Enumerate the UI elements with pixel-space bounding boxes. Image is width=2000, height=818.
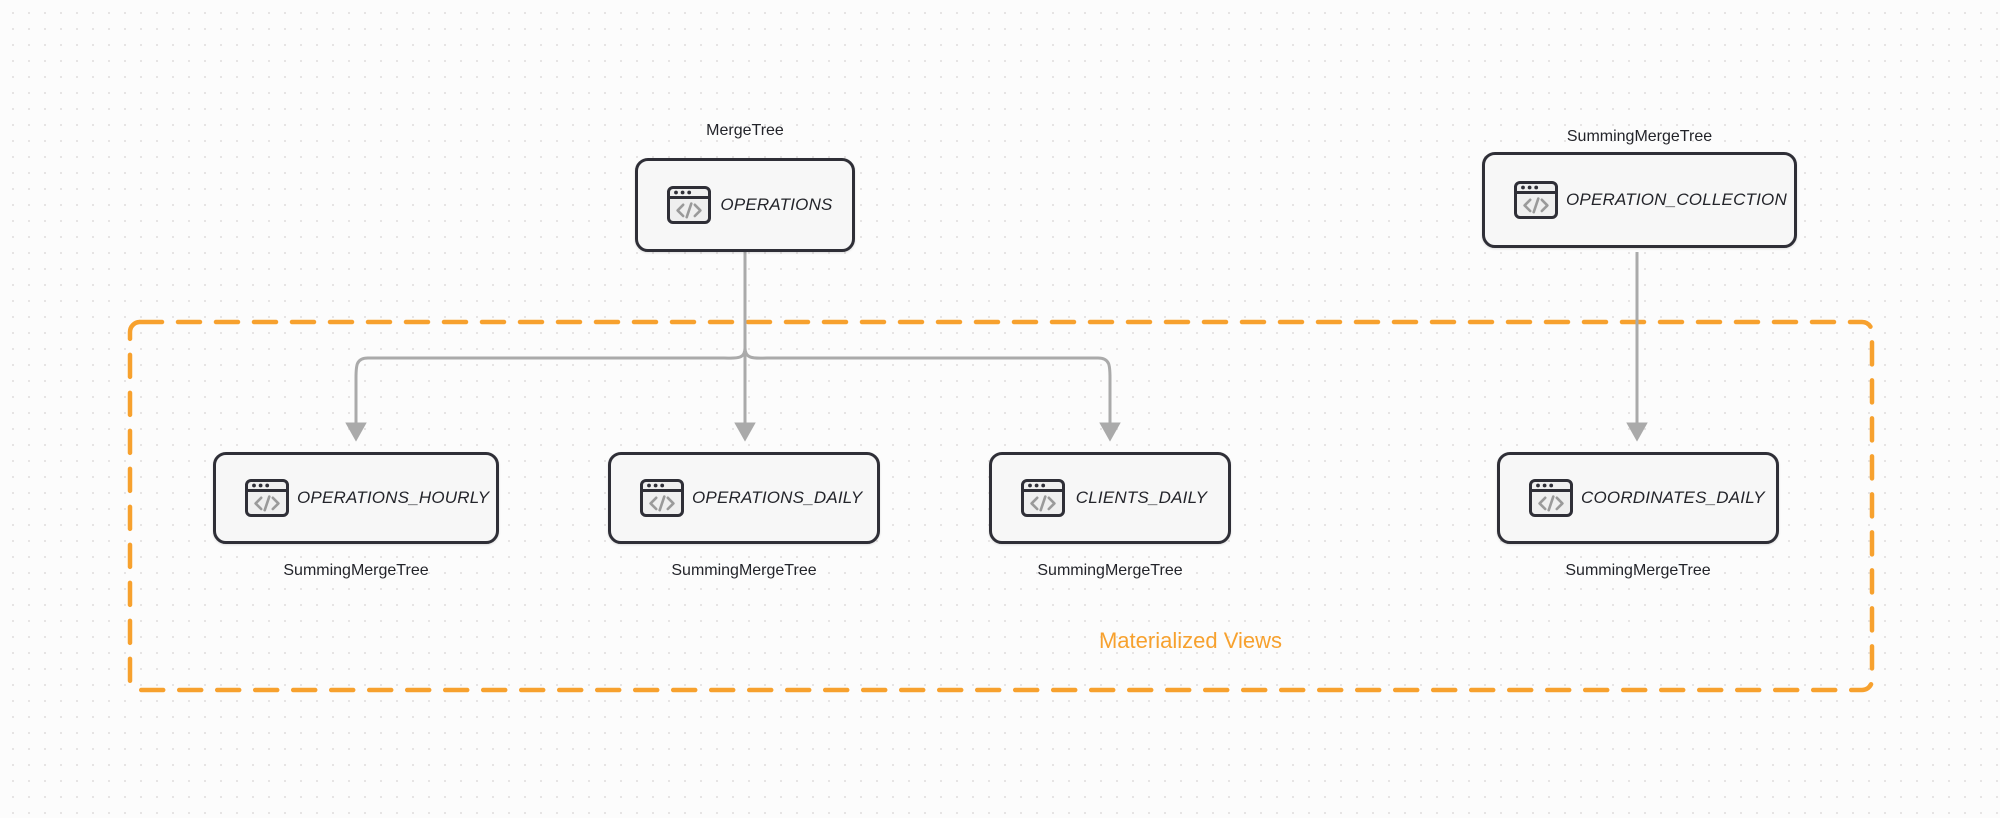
edge-operations-to-operations-hourly: [345, 347, 747, 442]
node-title-operations-daily: OPERATIONS_DAILY: [692, 488, 863, 507]
node-coordinates-daily[interactable]: COORDINATES_DAILY: [1497, 452, 1779, 544]
node-operation-collection[interactable]: OPERATION_COLLECTION: [1482, 152, 1797, 248]
engine-label-operation-collection: SummingMergeTree: [1566, 128, 1713, 145]
node-clients-daily[interactable]: CLIENTS_DAILY: [989, 452, 1231, 544]
node-title-operation-collection: OPERATION_COLLECTION: [1566, 190, 1787, 209]
code-window-icon: [638, 474, 686, 522]
code-window-icon: [1512, 176, 1560, 224]
node-title-operations-hourly: OPERATIONS_HOURLY: [297, 488, 490, 507]
node-operations-hourly[interactable]: OPERATIONS_HOURLY: [213, 452, 499, 544]
engine-label-coordinates-daily: SummingMergeTree: [1565, 562, 1711, 579]
engine-label-operations-daily: SummingMergeTree: [671, 562, 817, 579]
code-window-icon: [665, 181, 713, 229]
node-operations[interactable]: OPERATIONS: [635, 158, 855, 252]
engine-label-operations-hourly: SummingMergeTree: [283, 562, 429, 579]
edge-operations-to-clients-daily: [743, 347, 1121, 442]
engine-label-clients-daily: SummingMergeTree: [1037, 562, 1183, 579]
node-title-coordinates-daily: COORDINATES_DAILY: [1581, 488, 1765, 507]
code-window-icon: [1019, 474, 1067, 522]
node-title-operations: OPERATIONS: [720, 195, 833, 214]
engine-label-operations: MergeTree: [706, 122, 784, 139]
materialized-views-label: Materialized Views: [1098, 628, 1282, 653]
code-window-icon: [1527, 474, 1575, 522]
code-window-icon: [243, 474, 291, 522]
node-title-clients-daily: CLIENTS_DAILY: [1075, 488, 1208, 507]
node-operations-daily[interactable]: OPERATIONS_DAILY: [608, 452, 880, 544]
